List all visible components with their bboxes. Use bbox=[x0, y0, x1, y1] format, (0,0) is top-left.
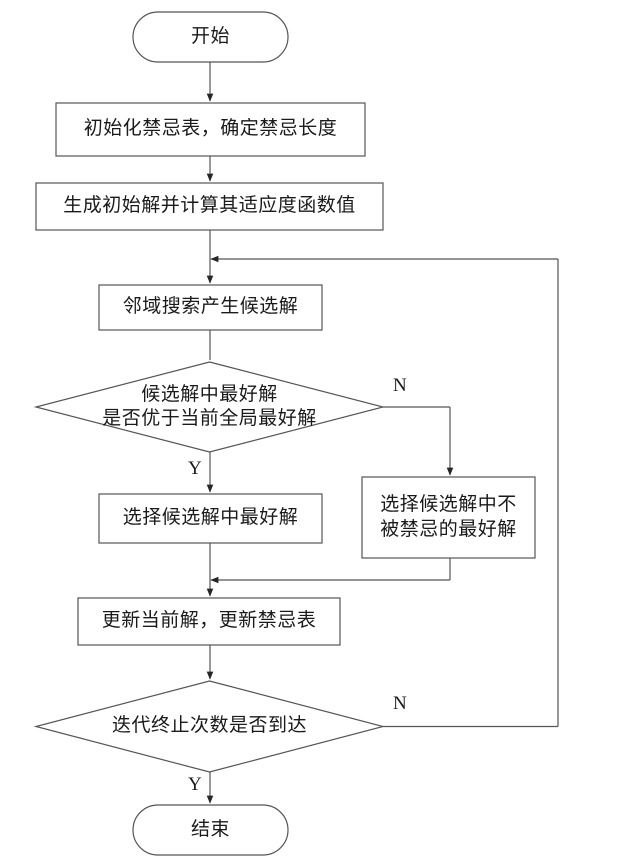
branch-label-decision-terminate-no: N bbox=[393, 693, 407, 714]
branch-label-decision-best-no: N bbox=[393, 375, 407, 396]
node-shape-init-tabu bbox=[55, 102, 366, 157]
branch-label-decision-terminate-yes: Y bbox=[188, 774, 202, 795]
node-shape-select-non-tabu-best bbox=[361, 476, 536, 559]
branch-label-decision-best-yes: Y bbox=[188, 458, 202, 479]
node-shape-end bbox=[132, 804, 289, 856]
node-shape-neighborhood-search bbox=[98, 284, 323, 331]
node-shape-decision-terminate bbox=[33, 680, 386, 773]
node-shape-init-solution bbox=[35, 182, 384, 231]
node-shape-update-current bbox=[77, 597, 341, 646]
node-shape-start bbox=[132, 11, 289, 63]
node-shape-decision-best bbox=[33, 361, 386, 453]
node-shape-select-best bbox=[98, 493, 323, 544]
